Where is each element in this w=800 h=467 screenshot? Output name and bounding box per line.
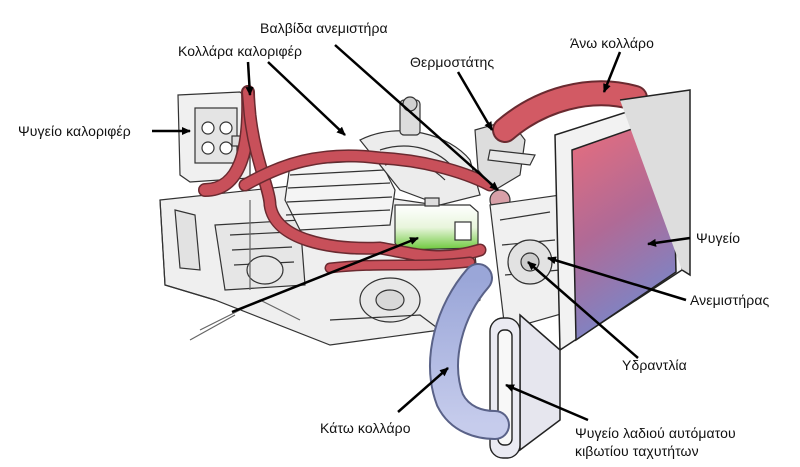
label-radiator: Ψυγείο <box>696 230 741 246</box>
label-lower-hose: Κάτω κολλάρο <box>320 420 411 436</box>
arrow-fan-valve <box>334 44 499 191</box>
upper-hose <box>492 80 648 143</box>
heater-core <box>177 91 251 183</box>
label-transmission-oil-cooler: Ψυγείο λαδιού αυτόματου κιβωτίου ταχυτήτ… <box>575 424 736 460</box>
radiator <box>519 89 691 452</box>
label-trans-cooler-line1: Ψυγείο λαδιού αυτόματου <box>575 425 736 441</box>
arrow-upper-hose <box>602 51 622 93</box>
arrow-reservoir <box>231 236 419 314</box>
arrow-heater-hose-a <box>245 61 254 96</box>
arrow-lower-hose <box>397 367 449 413</box>
lower-hose <box>429 263 510 440</box>
arrow-radiator <box>647 236 691 247</box>
label-heater-hose: Κολλάρα καλοριφέρ <box>178 43 303 59</box>
arrow-fan <box>547 256 687 302</box>
label-trans-cooler-line2: κιβωτίου ταχυτήτων <box>575 443 699 459</box>
label-fan: Ανεμιστήρας <box>690 292 770 308</box>
leader-lines <box>152 44 691 422</box>
label-upper-hose: Άνω κολλάρο <box>570 35 654 51</box>
arrow-trans-cooler <box>505 383 589 422</box>
label-water-pump: Υδραντλία <box>622 357 687 373</box>
air-intake <box>284 130 481 231</box>
label-heater-core: Ψυγείο καλοριφέρ <box>18 123 131 139</box>
arrow-water-pump <box>527 261 639 359</box>
label-fan-valve: Βαλβίδα ανεμιστήρα <box>260 20 388 36</box>
arrow-heater-hose-b <box>267 61 346 136</box>
arrow-thermostat <box>456 71 494 131</box>
label-thermostat: Θερμοστάτης <box>410 54 495 70</box>
